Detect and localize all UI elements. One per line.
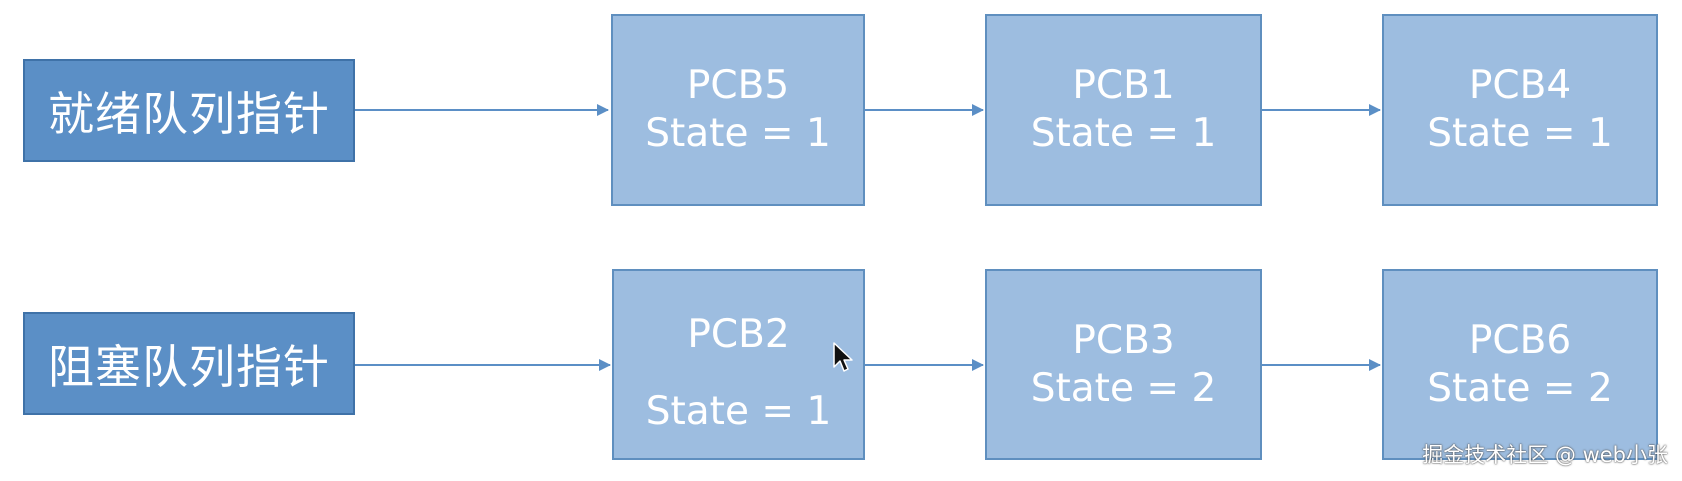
pcb-name: PCB2 bbox=[687, 312, 790, 357]
pcb-node-pcb1: PCB1 State = 1 bbox=[985, 14, 1262, 206]
blocked-queue-pointer-label: 阻塞队列指针 bbox=[48, 339, 330, 394]
watermark: 掘金技术社区 @ web小张 bbox=[1422, 443, 1668, 467]
pcb-state: State = 1 bbox=[645, 389, 832, 435]
pcb-node-pcb4: PCB4 State = 1 bbox=[1382, 14, 1658, 206]
blocked-queue-pointer: 阻塞队列指针 bbox=[23, 312, 355, 415]
pcb-name: PCB1 bbox=[1072, 63, 1175, 109]
pcb-node-pcb5: PCB5 State = 1 bbox=[611, 14, 865, 206]
pcb-name: PCB4 bbox=[1468, 63, 1572, 109]
pcb-node-pcb3: PCB3 State = 2 bbox=[985, 269, 1262, 460]
pcb-name: PCB3 bbox=[1072, 317, 1175, 363]
pcb-state: State = 2 bbox=[1427, 365, 1613, 411]
pcb-state: State = 1 bbox=[1427, 111, 1613, 156]
pcb-node-pcb6: PCB6 State = 2 bbox=[1382, 269, 1658, 460]
pcb-node-pcb2: PCB2 State = 1 bbox=[612, 269, 865, 460]
pcb-state: State = 1 bbox=[1030, 111, 1217, 156]
ready-queue-pointer-label: 就绪队列指针 bbox=[48, 86, 330, 141]
ready-queue-pointer: 就绪队列指针 bbox=[23, 59, 355, 162]
pcb-state: State = 1 bbox=[645, 111, 831, 156]
mouse-cursor-icon bbox=[833, 342, 853, 372]
pcb-name: PCB5 bbox=[686, 63, 790, 109]
pcb-name: PCB6 bbox=[1468, 317, 1572, 363]
pcb-state: State = 2 bbox=[1030, 365, 1217, 411]
